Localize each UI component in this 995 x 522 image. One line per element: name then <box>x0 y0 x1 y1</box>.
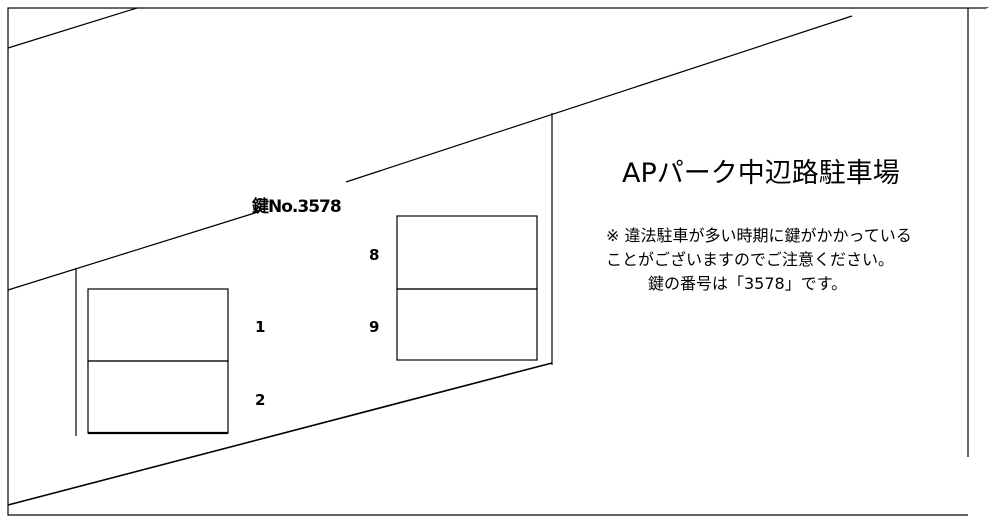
road-edge-upper <box>345 15 853 183</box>
key-number-label: 鍵No.3578 <box>252 197 342 217</box>
road-edge-top-left <box>7 7 138 49</box>
parking-space-9 <box>396 288 538 361</box>
space-number-8: 8 <box>369 246 380 264</box>
space-number-1: 1 <box>255 318 266 336</box>
lot-boundary-bottom <box>7 362 553 506</box>
page-title: APパーク中辺路駐車場 <box>622 158 900 189</box>
space-number-2: 2 <box>255 391 266 409</box>
notice-line-2: ことがございますのでご注意ください。 <box>606 250 895 269</box>
road-edge-middle <box>7 211 259 291</box>
notice-line-1: ※ 違法駐車が多い時期に鍵がかかっている <box>606 226 912 245</box>
space-number-9: 9 <box>369 318 380 336</box>
parking-space-1 <box>87 288 229 362</box>
parking-space-8 <box>396 215 538 290</box>
notice-line-3: 鍵の番号は「3578」です。 <box>648 274 848 293</box>
parking-space-2 <box>87 360 229 434</box>
